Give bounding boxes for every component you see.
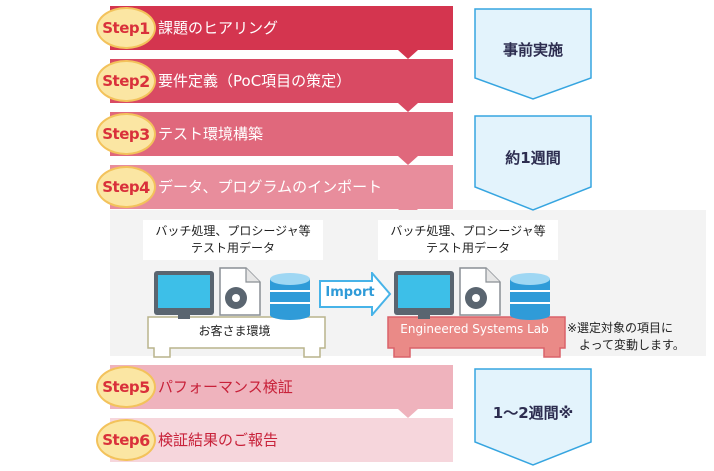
step-2-label: 要件定義（PoC項目の策定）: [158, 72, 352, 90]
source-callout-line-2: テスト用データ: [190, 241, 275, 255]
step-3-label: テスト環境構築: [158, 125, 264, 143]
source-data-callout: バッチ処理、プロシージャ等 テスト用データ: [143, 220, 323, 260]
target-callout-line-2: テスト用データ: [425, 241, 510, 255]
customer-platform: [147, 316, 326, 358]
step-6-badge-number: 6: [139, 430, 150, 450]
step-2-badge-text: Step: [102, 72, 140, 90]
phase-1-label: 事前実施: [502, 41, 563, 59]
step-5-notch: [398, 409, 418, 418]
phase-1-chevron: [474, 8, 592, 100]
step-4-badge-number: 4: [139, 177, 150, 197]
settings-document-icon: [219, 267, 261, 316]
step-1-notch: [398, 50, 418, 59]
step-6-badge-text: Step: [102, 431, 140, 449]
step-1-label: 課題のヒアリング: [158, 19, 279, 37]
step-6-label: 検証結果のご報告: [158, 431, 279, 449]
phase-3-label: 1～2週間※: [492, 404, 574, 422]
variation-note-line-1: ※選定対象の項目に: [567, 321, 674, 335]
phase-3-chevron: [474, 368, 592, 466]
lab-database-icon: [510, 273, 550, 320]
import-label: Import: [325, 285, 375, 300]
source-callout-line-1: バッチ処理、プロシージャ等: [155, 224, 311, 238]
lab-environment-illustration: [387, 267, 566, 358]
variation-note: ※選定対象の項目に よって変動します。: [567, 320, 685, 354]
monitor-icon: [154, 271, 214, 319]
database-icon: [270, 273, 310, 320]
variation-note-line-2: よって変動します。: [579, 338, 685, 352]
step-3-notch: [398, 156, 418, 165]
step-5-badge-text: Step: [102, 378, 140, 396]
step-2-notch: [398, 103, 418, 112]
target-data-callout: バッチ処理、プロシージャ等 テスト用データ: [378, 220, 558, 260]
step-2-badge-number: 2: [139, 71, 150, 91]
step-5-bar: [110, 365, 453, 409]
phase-2-chevron: [474, 115, 592, 211]
step-2-bar: [110, 59, 453, 103]
customer-environment-illustration: [147, 267, 326, 358]
step-3-badge-text: Step: [102, 125, 140, 143]
step-3-badge-number: 3: [139, 124, 150, 144]
lab-environment-label: Engineered Systems Lab: [400, 322, 549, 336]
step-5-label: パフォーマンス検証: [158, 378, 293, 396]
step-4-label: データ、プログラムのインポート: [158, 178, 383, 196]
step-1-badge-number: 1: [139, 18, 150, 38]
customer-environment-label: お客さま環境: [198, 324, 271, 338]
import-arrow: [319, 272, 392, 316]
step-1-badge-text: Step: [102, 19, 140, 37]
step-5-badge-number: 5: [139, 377, 150, 397]
step-3-bar: [110, 112, 453, 156]
target-callout-line-1: バッチ処理、プロシージャ等: [390, 224, 546, 238]
lab-monitor-icon: [394, 271, 454, 319]
step-4-badge-text: Step: [102, 178, 140, 196]
step-4-bar: [110, 165, 453, 209]
lab-settings-document-icon: [459, 267, 501, 316]
step-1-bar: [110, 6, 453, 50]
phase-2-label: 約1週間: [505, 149, 561, 167]
step-6-bar: [110, 418, 453, 462]
lab-platform: [387, 316, 566, 358]
